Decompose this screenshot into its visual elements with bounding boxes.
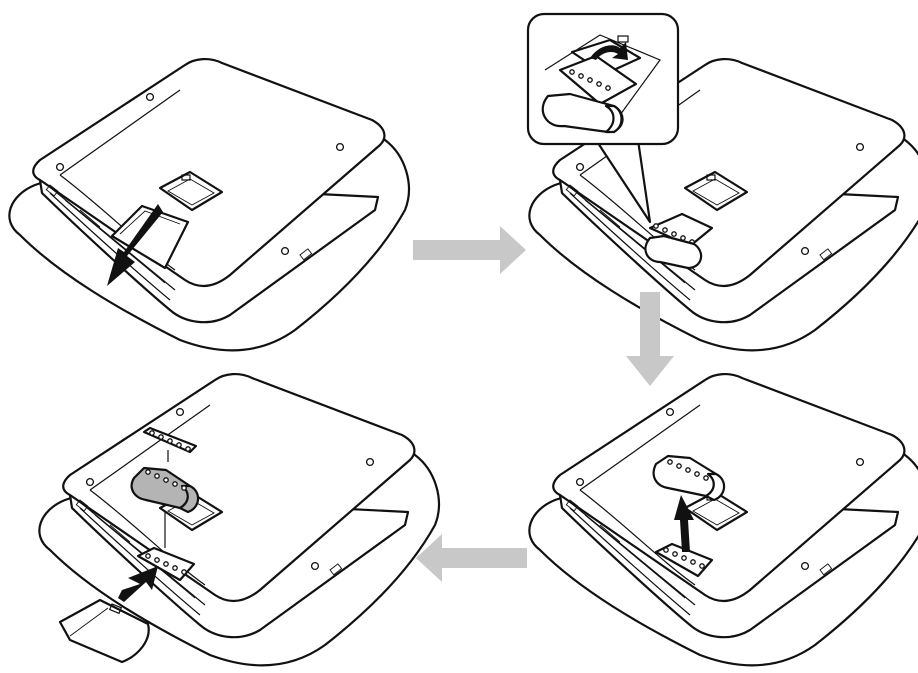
step-1-panel xyxy=(8,57,411,352)
exploded-parts xyxy=(130,426,200,582)
flow-arrow-down xyxy=(626,292,674,386)
insert-arrow xyxy=(118,566,158,602)
connector-strip xyxy=(654,542,714,578)
pull-out-arrow xyxy=(107,204,163,286)
device-illustration xyxy=(528,372,918,667)
flow-arrow-right xyxy=(413,226,526,274)
zoom-callout xyxy=(526,12,680,224)
lifted-board xyxy=(652,454,726,502)
flow-arrow-left xyxy=(416,534,527,582)
flip-arrow xyxy=(590,42,628,60)
device-illustration xyxy=(8,57,411,352)
cover-to-insert xyxy=(58,598,150,664)
lift-up-arrow xyxy=(674,495,694,552)
step-4-panel xyxy=(38,372,441,667)
flipped-board xyxy=(644,212,714,270)
step-2-panel xyxy=(526,12,918,352)
slot-cover xyxy=(110,204,190,270)
step-3-panel xyxy=(528,372,918,667)
